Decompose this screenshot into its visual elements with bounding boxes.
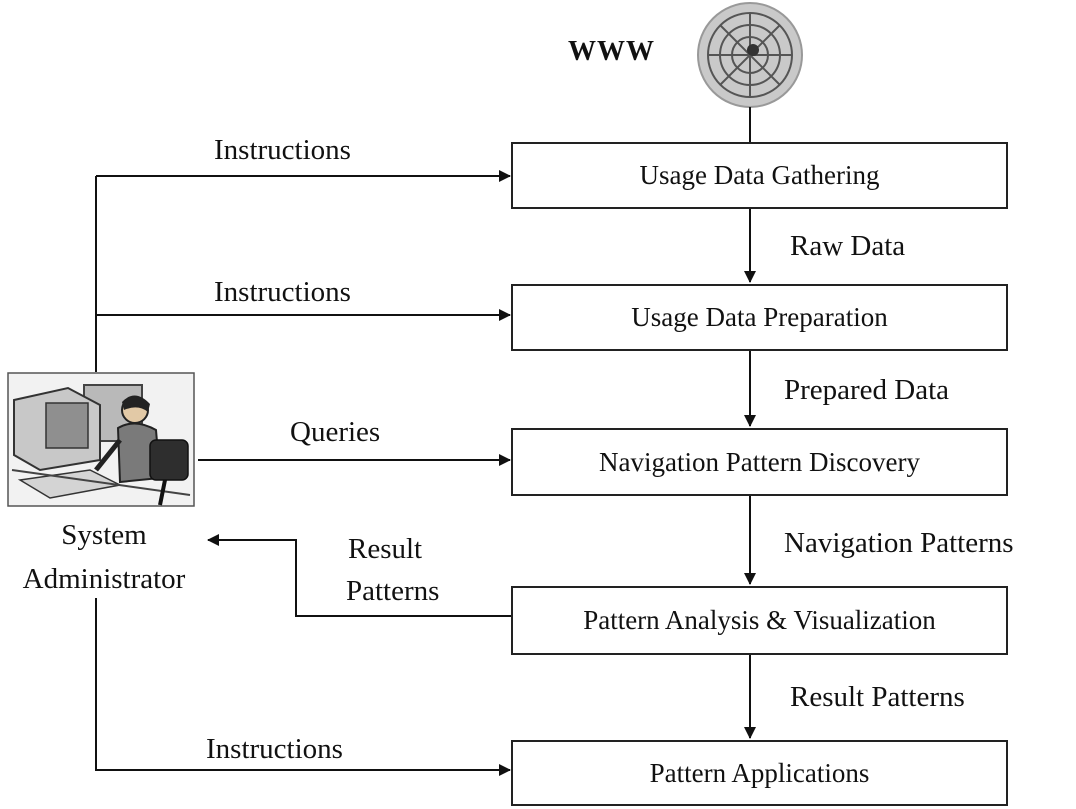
stage-pattern-applications: Pattern Applications (511, 740, 1008, 806)
stage-label: Pattern Analysis & Visualization (583, 605, 936, 635)
spider-web-icon (697, 2, 803, 108)
result-patterns-arrow (207, 534, 512, 617)
edge-label-result: Result (348, 533, 423, 565)
edge-label-patterns: Patterns (346, 575, 440, 607)
stage-usage-data-preparation: Usage Data Preparation (511, 284, 1008, 351)
flow-label-result-patterns: Result Patterns (790, 681, 965, 713)
instructions-arrow-3 (95, 598, 511, 776)
computer-user-icon (7, 372, 195, 507)
actor-label-line2: Administrator (22, 563, 186, 595)
stage-label: Usage Data Preparation (631, 302, 888, 332)
stage-pattern-analysis-visualization: Pattern Analysis & Visualization (511, 586, 1008, 655)
stage-label: Usage Data Gathering (639, 160, 880, 190)
edge-label-instructions-2: Instructions (214, 276, 351, 308)
flow-label-navigation-patterns: Navigation Patterns (784, 527, 1014, 559)
flow-label-raw-data: Raw Data (790, 230, 906, 262)
stage-usage-data-gathering: Usage Data Gathering (511, 142, 1008, 209)
www-label: WWW (568, 36, 655, 67)
stage-label: Pattern Applications (649, 757, 870, 788)
edge-label-instructions-1: Instructions (214, 134, 351, 166)
edge-label-queries: Queries (290, 416, 381, 448)
stage-navigation-pattern-discovery: Navigation Pattern Discovery (511, 428, 1008, 496)
stage-label: Navigation Pattern Discovery (599, 446, 920, 477)
actor-label-line1: System (61, 519, 147, 551)
edge-label-instructions-3: Instructions (206, 733, 343, 765)
flow-label-prepared-data: Prepared Data (784, 374, 950, 406)
